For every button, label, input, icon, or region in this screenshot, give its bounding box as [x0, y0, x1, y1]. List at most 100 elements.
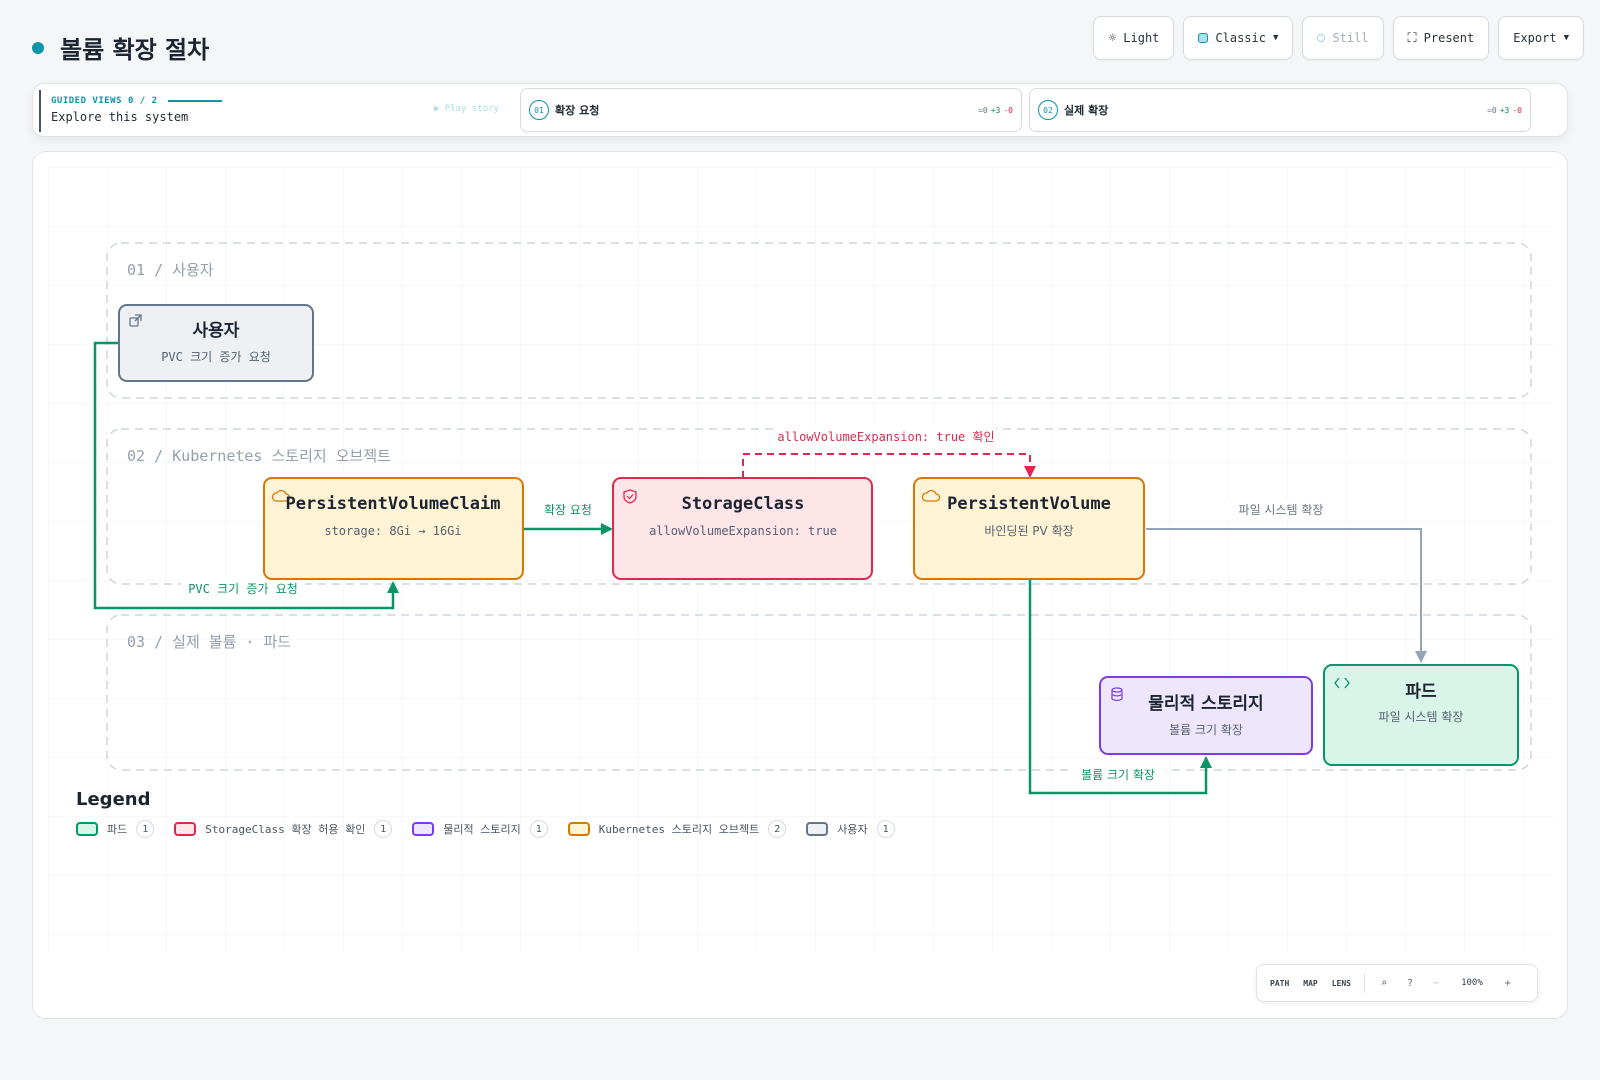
node-subtitle: allowVolumeExpansion: true	[649, 524, 837, 538]
node-subtitle: 파일 시스템 확장	[1379, 710, 1464, 724]
guided-step-2[interactable]: 02 실제 확장 =0 +3 -0	[1029, 88, 1531, 132]
guided-views-counter: GUIDED VIEWS 0 / 2	[51, 96, 158, 106]
title-dot-icon	[32, 41, 44, 54]
lane-label: 02 / Kubernetes 스토리지 오브젝트	[127, 447, 391, 465]
toolbar: ☼ Light Classic ▼ Still ⛶ Present Export…	[1093, 16, 1584, 60]
play-story-button[interactable]: ▶ Play story	[433, 104, 499, 114]
legend-swatch	[806, 822, 829, 836]
search-icon[interactable]: ⌕	[1380, 977, 1388, 989]
edge-user-to-pvc[interactable]: PVC 크기 증가 요청	[93, 341, 399, 610]
circle-icon	[1317, 34, 1326, 42]
node-storageclass[interactable]: StorageClass allowVolumeExpansion: true	[612, 477, 873, 580]
step-delta: =0 +3 -0	[1487, 106, 1522, 115]
present-label: Present	[1423, 31, 1475, 45]
fullscreen-icon: ⛶	[1407, 30, 1417, 46]
node-subtitle: 볼륨 크기 확장	[1169, 723, 1243, 737]
still-button[interactable]: Still	[1302, 16, 1384, 60]
page-title: 볼륨 확장 절차	[60, 36, 210, 64]
node-persistent-volume[interactable]: PersistentVolume 바인딩된 PV 확장	[913, 477, 1145, 580]
delta-equal: =0	[1487, 105, 1497, 115]
node-persistent-volume-claim[interactable]: PersistentVolumeClaim storage: 8Gi → 16G…	[263, 477, 524, 580]
legend: 파드 1 StorageClass 확장 허용 확인 1 물리적 스토리지 1 …	[76, 820, 895, 838]
sun-icon: ☼	[1108, 30, 1117, 46]
legend-item-user[interactable]: 사용자 1	[806, 820, 895, 838]
export-label: Export	[1513, 31, 1557, 45]
step-delta: =0 +3 -0	[978, 106, 1013, 115]
guided-views-panel: GUIDED VIEWS 0 / 2 Explore this system ▶…	[39, 90, 513, 132]
cloud-icon	[921, 489, 941, 502]
step-number: 01	[529, 100, 549, 120]
node-physical-storage[interactable]: 물리적 스토리지 볼륨 크기 확장	[1099, 676, 1313, 755]
shield-icon	[623, 489, 637, 504]
node-title: PersistentVolumeClaim	[286, 494, 501, 514]
legend-label: 물리적 스토리지	[443, 823, 521, 836]
edge-label: PVC 크기 증가 요청	[188, 582, 298, 596]
lens-mode-button[interactable]: LENS	[1331, 978, 1351, 988]
external-link-icon	[129, 314, 142, 327]
diagram-svg: 01 / 사용자 02 / Kubernetes 스토리지 오브젝트 03 / …	[48, 167, 1554, 953]
palette-swatch-icon	[1198, 33, 1209, 43]
edge-pvc-to-storageclass[interactable]: 확장 요청	[523, 501, 613, 535]
node-title: PersistentVolume	[947, 494, 1111, 514]
node-subtitle: PVC 크기 증가 요청	[161, 350, 271, 364]
zoom-in-button[interactable]: +	[1504, 977, 1511, 989]
legend-swatch	[567, 822, 590, 836]
title-area: 볼륨 확장 절차	[32, 30, 209, 65]
delta-added: +3	[1499, 105, 1510, 115]
legend-label: Kubernetes 스토리지 오브젝트	[598, 823, 760, 836]
edge-label: 확장 요청	[544, 503, 592, 517]
export-button[interactable]: Export ▼	[1498, 16, 1584, 60]
lane-label: 03 / 실제 볼륨 · 파드	[127, 633, 291, 651]
edge-storageclass-to-pv[interactable]: allowVolumeExpansion: true 확인	[742, 427, 1036, 478]
legend-label: StorageClass 확장 허용 확인	[205, 823, 366, 836]
node-title: 물리적 스토리지	[1148, 694, 1263, 714]
zoom-controls: PATH MAP LENS ⌕ ? − 100% +	[1256, 964, 1538, 1002]
legend-item-k8s-storage[interactable]: Kubernetes 스토리지 오브젝트 2	[567, 820, 787, 838]
legend-count: 1	[374, 820, 393, 838]
zoom-level: 100%	[1461, 978, 1483, 988]
guided-step-1[interactable]: 01 확장 요청 =0 +3 -0	[520, 88, 1022, 132]
edge-label: 파일 시스템 확장	[1239, 503, 1324, 517]
lane-k8s-storage: 02 / Kubernetes 스토리지 오브젝트	[106, 428, 1532, 585]
zoom-out-button[interactable]: −	[1433, 977, 1440, 989]
legend-count: 2	[768, 820, 787, 838]
legend-count: 1	[529, 820, 548, 838]
chevron-down-icon: ▼	[1272, 33, 1279, 43]
step-label: 확장 요청	[555, 104, 600, 117]
legend-count: 1	[876, 820, 895, 838]
still-label: Still	[1332, 31, 1369, 45]
cloud-icon	[271, 489, 291, 502]
code-icon	[1334, 677, 1350, 689]
edge-label: 볼륨 크기 확장	[1081, 768, 1155, 782]
map-mode-button[interactable]: MAP	[1303, 978, 1318, 988]
node-user[interactable]: 사용자 PVC 크기 증가 요청	[118, 304, 314, 382]
edge-pv-to-physical-storage[interactable]: 볼륨 크기 확장	[1028, 580, 1212, 795]
light-theme-button[interactable]: ☼ Light	[1093, 16, 1175, 60]
legend-title: Legend	[76, 789, 151, 810]
legend-item-physical-storage[interactable]: 물리적 스토리지 1	[412, 820, 548, 838]
edge-label: allowVolumeExpansion: true 확인	[777, 430, 994, 444]
classic-style-button[interactable]: Classic ▼	[1183, 16, 1294, 60]
step-number: 02	[1038, 100, 1058, 120]
lane-label: 01 / 사용자	[127, 261, 214, 279]
legend-swatch	[412, 822, 435, 836]
node-pod[interactable]: 파드 파일 시스템 확장	[1323, 664, 1519, 766]
classic-label: Classic	[1215, 31, 1266, 45]
progress-line	[167, 100, 222, 102]
edge-pv-to-pod[interactable]: 파일 시스템 확장	[1146, 501, 1427, 663]
node-subtitle: 바인딩된 PV 확장	[984, 524, 1073, 538]
legend-item-pod[interactable]: 파드 1	[76, 820, 155, 838]
guided-views-subtitle: Explore this system	[51, 110, 189, 124]
diagram-canvas[interactable]: 01 / 사용자 02 / Kubernetes 스토리지 오브젝트 03 / …	[32, 151, 1568, 1019]
legend-label: 파드	[107, 823, 128, 836]
path-mode-button[interactable]: PATH	[1270, 978, 1290, 988]
node-subtitle: storage: 8Gi → 16Gi	[324, 524, 461, 538]
present-button[interactable]: ⛶ Present	[1392, 16, 1490, 60]
legend-swatch	[76, 822, 98, 836]
legend-item-storageclass[interactable]: StorageClass 확장 허용 확인 1	[174, 820, 393, 838]
help-icon[interactable]: ?	[1407, 977, 1414, 989]
node-title: StorageClass	[682, 494, 805, 514]
chevron-down-icon: ▼	[1563, 33, 1569, 43]
delta-removed: -0	[1003, 105, 1013, 115]
guided-views-bar: GUIDED VIEWS 0 / 2 Explore this system ▶…	[32, 83, 1568, 137]
